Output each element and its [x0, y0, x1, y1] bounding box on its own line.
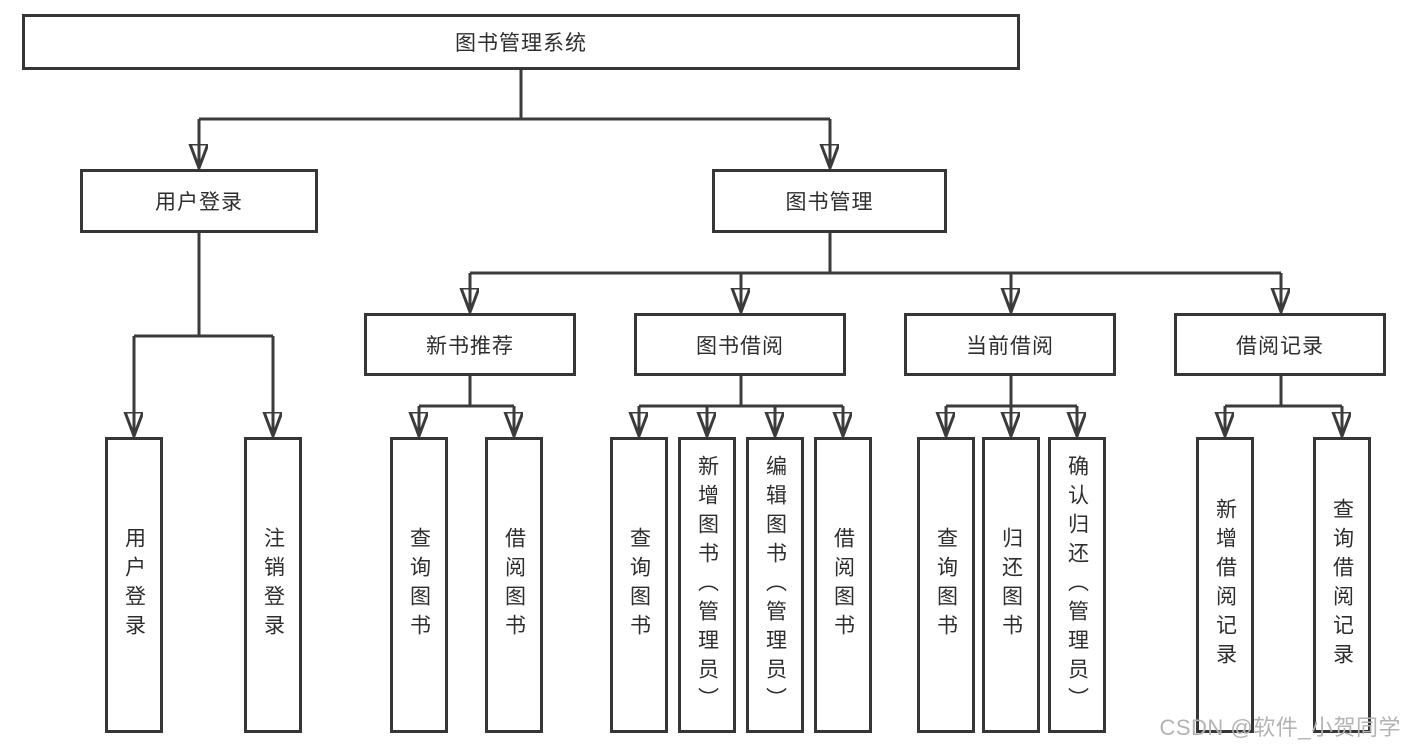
- leaf-bb-edit-book-admin: 编辑图书（管理员）: [746, 437, 804, 733]
- leaf-bb-borrow-book: 借阅图书: [814, 437, 872, 733]
- leaf-br-add-record: 新增借阅记录: [1196, 437, 1254, 733]
- leaf-br-query-record: 查询借阅记录: [1313, 437, 1371, 733]
- node-root: 图书管理系统: [22, 14, 1020, 70]
- leaf-cb-return-book: 归还图书: [982, 437, 1040, 733]
- leaf-nb-query-book: 查询图书: [390, 437, 448, 733]
- leaf-bb-add-book-admin: 新增图书（管理员）: [678, 437, 736, 733]
- node-borrow-records: 借阅记录: [1174, 313, 1386, 376]
- node-current-borrow: 当前借阅: [904, 313, 1116, 376]
- node-new-book-recommend: 新书推荐: [364, 313, 576, 376]
- leaf-user-login: 用户登录: [105, 437, 163, 733]
- leaf-cb-query-book: 查询图书: [917, 437, 975, 733]
- leaf-cb-confirm-return-admin: 确认归还（管理员）: [1048, 437, 1106, 733]
- leaf-bb-query-book: 查询图书: [610, 437, 668, 733]
- node-book-mgmt: 图书管理: [712, 169, 947, 233]
- watermark: CSDN @软件_小贺同学: [1159, 715, 1401, 740]
- leaf-nb-borrow-book: 借阅图书: [485, 437, 543, 733]
- node-user-login: 用户登录: [80, 169, 318, 233]
- node-book-borrow: 图书借阅: [634, 313, 846, 376]
- leaf-logout: 注销登录: [244, 437, 302, 733]
